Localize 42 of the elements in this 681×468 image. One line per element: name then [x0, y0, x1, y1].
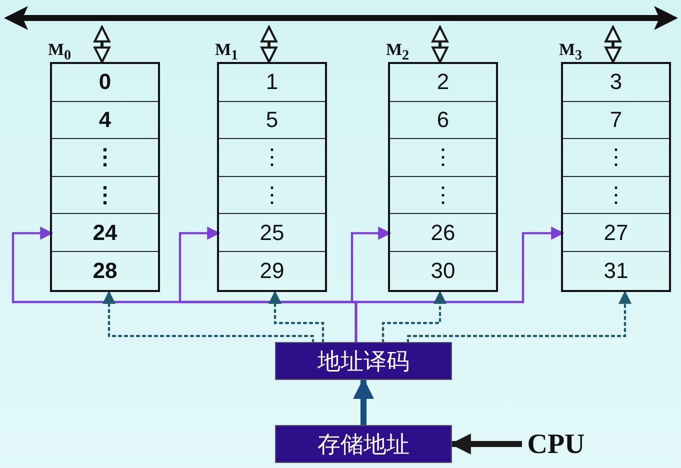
memory-cell: ⋮ [219, 176, 325, 214]
memory-cell: 6 [390, 102, 496, 140]
memory-cell: 0 [52, 64, 158, 102]
memory-cell: 26 [390, 214, 496, 252]
memory-cell: 28 [52, 252, 158, 290]
memory-cell: 4 [52, 102, 158, 140]
memory-cell: 5 [219, 102, 325, 140]
double-arrow [604, 26, 622, 64]
arrow [382, 290, 447, 344]
memory-cell: ⋮ [563, 176, 669, 214]
system-bus-arrow [4, 6, 678, 30]
memory-cell: ⋮ [563, 139, 669, 177]
memory-cell: ⋮ [219, 139, 325, 177]
module-label: M$_{3}$ [559, 40, 582, 64]
module-label: M$_{1}$ [215, 40, 238, 64]
module-label: M$_{0}$ [48, 40, 72, 64]
memory-cell: 7 [563, 102, 669, 140]
arrow [268, 290, 324, 344]
memory-cell: 3 [563, 64, 669, 102]
arrow [354, 226, 564, 342]
double-arrow [94, 26, 110, 64]
memory-cell: ⋮ [52, 176, 158, 214]
source-label: CPU [518, 428, 594, 462]
memory-cell: ⋮ [390, 176, 496, 214]
double-arrow [432, 26, 448, 64]
memory-cell: 1 [219, 64, 325, 102]
memory-cell: 29 [219, 252, 325, 290]
arrow [406, 290, 632, 344]
memory-cell: 24 [52, 214, 158, 252]
memory-cell: ⋮ [52, 139, 158, 177]
memory-cell: 27 [563, 214, 669, 252]
memory-cell: 30 [390, 252, 496, 290]
memory-cell: 31 [563, 252, 669, 290]
double-arrow [260, 26, 278, 64]
arrow [102, 290, 314, 344]
arrow [353, 378, 374, 425]
process-box: 存储地址 [275, 425, 452, 463]
memory-cell: 2 [390, 64, 496, 102]
memory-cell: ⋮ [390, 139, 496, 177]
process-box: 地址译码 [275, 342, 452, 380]
memory-cell: 25 [219, 214, 325, 252]
module-label: M$_{2}$ [386, 40, 410, 64]
